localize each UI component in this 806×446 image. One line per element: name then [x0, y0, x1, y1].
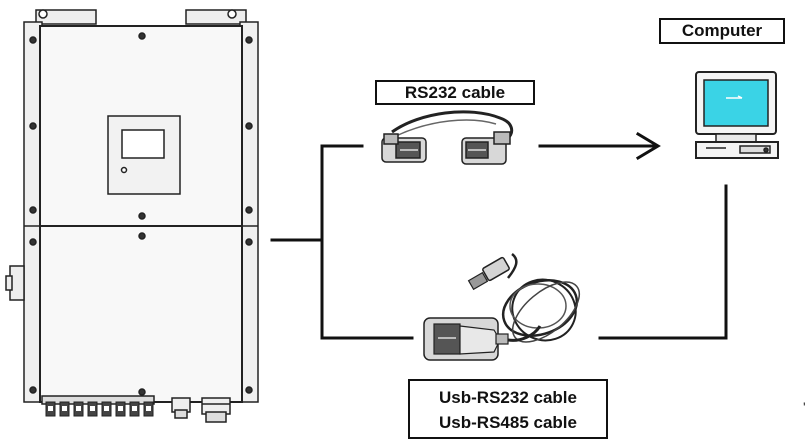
corner-mark: ' [803, 399, 806, 415]
computer-label: Computer [659, 18, 785, 44]
connection-lines [270, 131, 728, 340]
rs232-cable-icon [381, 110, 514, 165]
rs232-route-line [320, 144, 364, 242]
inverter-icon [5, 9, 259, 423]
usb-cable-icon [423, 253, 580, 361]
usb-rs232-cable-label: Usb-RS232 cable [439, 388, 577, 407]
usb-rs485-cable-label: Usb-RS485 cable [439, 413, 577, 432]
computer-icon [695, 71, 779, 159]
usb-route-line [320, 238, 414, 340]
usb-to-computer-line [598, 184, 728, 340]
rs232-cable-label: RS232 cable [375, 80, 535, 105]
usb-cable-label: Usb-RS232 cable Usb-RS485 cable [408, 379, 608, 439]
arrow-head [635, 131, 661, 161]
